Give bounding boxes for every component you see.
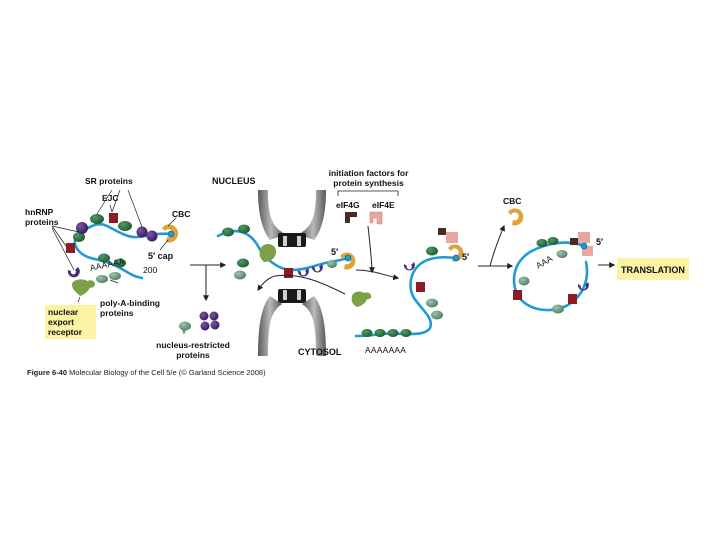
arrow-export-receptor-return <box>257 274 346 295</box>
eif4g-protein <box>438 228 446 235</box>
cbc-protein <box>448 244 464 262</box>
eif4e-protein <box>582 246 593 256</box>
nuclear-pore <box>258 190 326 356</box>
ejc-protein <box>66 243 75 253</box>
poly-a-binding-protein <box>234 270 246 280</box>
label-nucleus: NUCLEUS <box>212 176 256 186</box>
cbc-protein <box>340 252 356 270</box>
cap-dot <box>344 254 352 262</box>
sr-protein <box>76 222 88 234</box>
hnrnp-protein <box>73 232 85 242</box>
hnrnp-protein <box>222 227 234 237</box>
poly-a-binding-protein <box>556 250 568 258</box>
poly-a-binding-protein <box>431 310 443 320</box>
eif4g-protein <box>570 238 578 245</box>
label-poly-a-cytosol: AAAAAAA <box>365 345 407 355</box>
poly-a-binding-protein <box>109 272 121 280</box>
label-sr-proteins: SR proteins <box>85 176 133 186</box>
export-receptor <box>259 244 277 262</box>
label-eif4e: eIF4E <box>372 200 395 210</box>
panel-export <box>216 224 356 280</box>
poly-a-binding-protein <box>552 304 564 314</box>
label-ejc: EJC <box>102 193 119 203</box>
hnrnp-protein <box>90 214 104 224</box>
nucleus-restricted-protein-cluster <box>179 311 220 335</box>
sr-protein <box>146 230 158 242</box>
caption-text: Molecular Biology of the Cell 5/e (© Gar… <box>69 368 266 377</box>
arrow-to-translation <box>478 224 514 269</box>
hnrnp-protein <box>536 239 548 247</box>
poly-a-binding-protein <box>96 275 108 283</box>
label-5-prime-export: 5′ <box>331 247 339 257</box>
eif4e-protein <box>369 211 383 225</box>
hnrnp-protein <box>374 329 386 337</box>
sr-protein <box>311 264 323 273</box>
label-nucleus-restricted: nucleus-restricted proteins <box>156 340 230 360</box>
poly-a-binding-protein <box>518 276 530 286</box>
label-cbc: CBC <box>172 209 191 219</box>
poly-a-binding-protein <box>426 298 438 308</box>
cap-dot <box>452 254 460 262</box>
leader-lines <box>51 189 177 303</box>
translation-box: TRANSLATION <box>617 258 689 280</box>
export-receptor <box>72 279 95 296</box>
ejc-protein <box>416 282 425 292</box>
hnrnp-protein <box>387 329 399 337</box>
sr-protein <box>297 268 309 277</box>
label-5-prime-circle: 5′ <box>596 237 604 247</box>
label-5-prime-cytosol: 5′ <box>462 252 470 262</box>
hnrnp-protein <box>361 329 373 337</box>
label-export-receptor: nuclear export receptor <box>48 307 83 337</box>
hnrnp-protein <box>118 221 132 231</box>
ejc-protein <box>284 268 293 278</box>
label-eif4g: eIF4G <box>336 200 360 210</box>
hnrnp-protein <box>98 253 110 263</box>
cbc-protein <box>162 224 179 243</box>
sr-protein <box>577 282 589 291</box>
initiation-factor-group <box>337 190 400 281</box>
panel-nuclear-mrnp <box>51 189 179 303</box>
export-receptor <box>351 291 372 307</box>
poly-a-binding-protein <box>327 260 337 268</box>
hnrnp-protein <box>238 224 250 234</box>
hnrnp-protein <box>114 258 126 268</box>
label-translation: TRANSLATION <box>621 265 685 275</box>
eif4e-protein <box>578 232 590 243</box>
eif4e-protein <box>446 232 458 243</box>
ejc-protein <box>568 294 577 304</box>
ejc-protein <box>513 290 522 300</box>
label-5-prime-cap: 5′ cap <box>148 251 174 261</box>
caption-figure-number: Figure 6-40 <box>27 368 68 377</box>
label-cytosol: CYTOSOL <box>298 347 342 357</box>
panel-cytosol-mrna <box>354 228 464 338</box>
label-200: 200 <box>143 265 158 275</box>
eif4g-protein <box>345 212 357 223</box>
hnrnp-protein <box>547 237 559 245</box>
cap-dot <box>580 242 588 250</box>
label-hnrnp-proteins: hnRNP proteins <box>25 207 59 227</box>
sr-protein <box>403 262 415 271</box>
ejc-protein <box>109 213 118 223</box>
cap-dot <box>167 230 175 238</box>
hnrnp-protein <box>400 329 412 337</box>
cbc-protein <box>508 208 524 226</box>
export-receptor-box: nuclear export receptor <box>45 305 96 339</box>
figure-caption: Figure 6-40 Molecular Biology of the Cel… <box>27 368 266 377</box>
arrow-branch <box>190 262 227 302</box>
label-cbc-released: CBC <box>503 196 522 206</box>
label-initiation-factors: initiation factors for protein synthesis <box>328 168 409 188</box>
sr-protein <box>136 226 148 238</box>
hnrnp-protein <box>237 258 249 268</box>
sr-protein <box>67 267 80 278</box>
panel-translation <box>512 232 593 314</box>
label-poly-a-binding-proteins: poly-A-binding proteins <box>100 298 160 318</box>
hnrnp-protein <box>426 246 438 256</box>
